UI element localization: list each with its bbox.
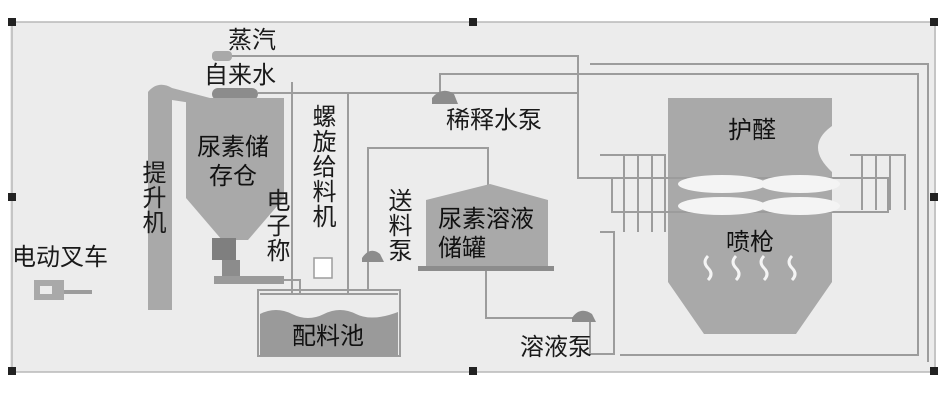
frame-handle-bottom-left bbox=[8, 367, 16, 375]
frame-handle-bottom-right bbox=[930, 367, 938, 375]
label-wall-protection: 护醛 bbox=[728, 116, 776, 144]
label-screw-feeder: 螺旋给料机 bbox=[308, 104, 336, 229]
solution-pump bbox=[572, 310, 596, 322]
steam-inlet bbox=[212, 51, 232, 61]
label-spray-gun: 喷枪 bbox=[726, 228, 774, 256]
electronic-scale bbox=[222, 260, 240, 278]
screw-feeder-box bbox=[313, 257, 333, 279]
flame-marks bbox=[703, 254, 797, 282]
label-urea-tank: 尿素溶液储罐 bbox=[438, 205, 534, 262]
frame-handle-mid-left bbox=[8, 193, 16, 201]
frame-handle-top-left bbox=[8, 18, 16, 26]
label-mixing-tank: 配料池 bbox=[292, 322, 364, 350]
outer-return-pipe bbox=[590, 63, 929, 362]
solution-line bbox=[485, 270, 578, 319]
dilution-pump bbox=[432, 90, 458, 104]
steam-pipe bbox=[212, 55, 612, 179]
frame-handle-top-right bbox=[930, 18, 938, 26]
boiler-left-manifold bbox=[600, 154, 666, 232]
urea-tank-base bbox=[418, 266, 554, 271]
spray-lobe-1 bbox=[678, 175, 766, 193]
boiler-body bbox=[668, 98, 832, 334]
spray-lobe-4 bbox=[760, 197, 840, 215]
spray-lobe-2 bbox=[760, 175, 840, 193]
label-tap-water: 自来水 bbox=[204, 61, 276, 89]
label-electronic-scale: 电子称 bbox=[262, 188, 290, 263]
silo-outlet bbox=[212, 238, 236, 260]
feed-pump bbox=[362, 250, 384, 262]
mixing-tank-outlet bbox=[367, 147, 489, 290]
elevator bbox=[148, 84, 210, 310]
tap-water-inlet bbox=[212, 88, 258, 100]
frame-handle-top-middle bbox=[469, 18, 477, 26]
label-feed-pump: 送料泵 bbox=[384, 188, 412, 263]
boiler-right-manifold bbox=[850, 154, 906, 210]
label-forklift: 电动叉车 bbox=[12, 243, 108, 271]
urea-tank bbox=[426, 184, 548, 270]
mixing-tank-liquid bbox=[260, 310, 398, 356]
label-dilution-pump: 稀释水泵 bbox=[446, 106, 542, 134]
label-solution-pump: 溶液泵 bbox=[520, 333, 592, 361]
dilution-water-pipe bbox=[439, 73, 919, 356]
frame-handle-mid-right bbox=[930, 193, 938, 201]
frame-handle-bottom-middle bbox=[469, 367, 477, 375]
label-steam: 蒸汽 bbox=[228, 26, 276, 54]
label-elevator: 提升机 bbox=[138, 160, 166, 235]
solution-to-boiler bbox=[589, 231, 615, 355]
forklift-icon bbox=[34, 280, 92, 300]
label-urea-silo: 尿素储存仓 bbox=[197, 133, 269, 190]
urea-silo bbox=[186, 98, 284, 240]
spray-lobe-3 bbox=[678, 197, 766, 215]
scale-base bbox=[214, 276, 284, 284]
